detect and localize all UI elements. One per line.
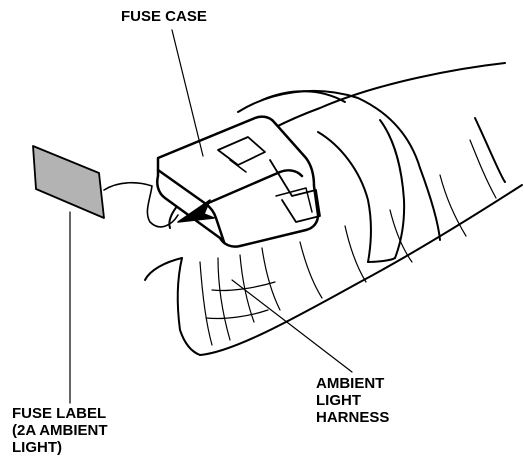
fuse-label-card: [32, 145, 105, 219]
leader-harness: [231, 279, 353, 373]
harness-label-line-1: AMBIENT: [316, 375, 385, 392]
fuse-label-line-3: LIGHT): [12, 439, 62, 456]
fuse-case-label: FUSE CASE: [121, 8, 207, 25]
harness-label-line-2: LIGHT: [316, 392, 361, 409]
fuse-label-line-2: (2A AMBIENT: [12, 422, 108, 439]
pointer-arrow: [177, 199, 215, 223]
harness-label-line-3: HARNESS: [316, 409, 390, 426]
fuse-case-body: [156, 115, 321, 248]
harness-tape-wraps: [199, 139, 497, 346]
leader-fuse-case: [171, 29, 204, 157]
ambient-light-harness-label: AMBIENT LIGHT HARNESS: [316, 375, 389, 426]
fuse-case-label-text: FUSE CASE: [121, 8, 207, 25]
tape-band: [237, 89, 441, 263]
fuse-label-line-1: FUSE LABEL: [12, 405, 107, 422]
fuse-label-callout: FUSE LABEL (2A AMBIENT LIGHT): [12, 405, 108, 456]
label-wire: [103, 181, 179, 228]
